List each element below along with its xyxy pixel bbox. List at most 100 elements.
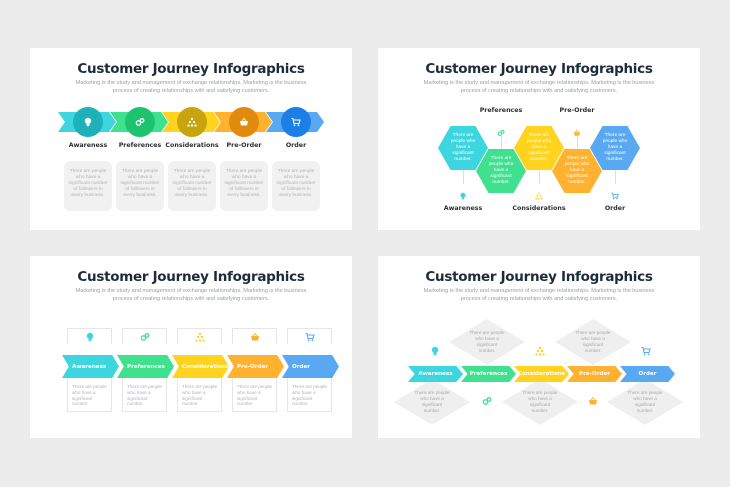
hierarchy-icon <box>535 343 545 361</box>
stage-description: There are people who have a significant … <box>522 390 558 413</box>
stage-description: There are people who have a significant … <box>232 378 277 412</box>
stage-description: There are people who have a significant … <box>526 133 552 162</box>
stage-description: There are people who have a significant … <box>177 378 222 412</box>
hierarchy-icon <box>187 117 197 127</box>
slide-title: Customer Journey Infographics <box>425 61 653 77</box>
stage-arrow: Considerations <box>514 366 569 382</box>
stage-circle <box>73 107 103 137</box>
hierarchy-icon <box>535 187 543 205</box>
stage-card: There are people who have a significant … <box>116 161 164 211</box>
slide-subtitle: Marketing is the study and management of… <box>423 288 655 302</box>
connector-line <box>615 170 616 184</box>
stage-hexagon: There are people who have a significant … <box>438 126 488 170</box>
stage-circle <box>281 107 311 137</box>
stage-description: There are people who have a significant … <box>488 156 514 185</box>
stage-card: There are people who have a significant … <box>272 161 320 211</box>
stage-circle <box>125 107 155 137</box>
lightbulb-icon <box>85 332 95 342</box>
stage-label: Pre-Order <box>578 371 611 377</box>
basket-icon <box>250 332 260 342</box>
lightbulb-icon <box>83 117 93 127</box>
stage-description: There are people who have a significant … <box>172 169 212 198</box>
stage-card: There are people who have a significant … <box>64 161 112 211</box>
connector-line <box>577 136 578 149</box>
stage-description: There are people who have a significant … <box>68 169 108 198</box>
stage-arrow: Considerations <box>172 355 229 378</box>
stage-label: Awareness <box>68 142 108 149</box>
slide-subtitle: Marketing is the study and management of… <box>75 288 307 302</box>
stage-icon-box <box>67 328 112 344</box>
stage-label: Order <box>638 371 657 377</box>
slide-title: Customer Journey Infographics <box>425 269 653 285</box>
stage-label: Considerations <box>165 142 219 149</box>
slide-title: Customer Journey Infographics <box>77 61 305 77</box>
lightbulb-icon <box>430 343 440 361</box>
stage-description: There are people who have a significant … <box>122 378 167 412</box>
stage-icon-box <box>177 328 222 344</box>
stage-label: Pre-Order <box>237 363 269 370</box>
connector-line <box>463 170 464 184</box>
stage-label: Preferences <box>118 142 162 149</box>
connector-line <box>539 170 540 184</box>
stage-arrow: Awareness <box>408 366 463 382</box>
slide-subtitle: Marketing is the study and management of… <box>75 80 307 94</box>
stage-label: Preferences <box>469 371 508 377</box>
stage-arrow: Pre-Order <box>567 366 622 382</box>
connector-line <box>501 136 502 149</box>
stage-circle <box>177 107 207 137</box>
hierarchy-icon <box>195 332 205 342</box>
stage-label: Considerations <box>182 363 230 370</box>
stage-icon-box <box>232 328 277 344</box>
stage-description: There are people who have a significant … <box>469 330 505 353</box>
stage-label: Order <box>604 205 626 212</box>
stage-description: There are people who have a significant … <box>120 169 160 198</box>
stage-description: There are people who have a significant … <box>224 169 264 198</box>
lightbulb-icon <box>459 187 467 205</box>
stage-icon-box <box>122 328 167 344</box>
stage-diamond: There are people who have a significant … <box>502 379 578 425</box>
cart-icon <box>611 187 619 205</box>
basket-icon <box>588 393 598 411</box>
stage-arrow: Order <box>620 366 675 382</box>
stage-diamond: There are people who have a significant … <box>607 379 683 425</box>
stage-label: Preferences <box>127 363 165 370</box>
slide-subtitle: Marketing is the study and management of… <box>423 80 655 94</box>
stage-diamond: There are people who have a significant … <box>449 319 525 365</box>
stage-description: There are people who have a significant … <box>602 133 628 162</box>
gears-icon <box>497 124 505 142</box>
stage-label: Awareness <box>72 363 107 370</box>
gears-icon <box>140 332 150 342</box>
slide-title: Customer Journey Infographics <box>77 269 305 285</box>
stage-label: Pre-Order <box>559 107 595 114</box>
stage-description: There are people who have a significant … <box>575 330 611 353</box>
stage-description: There are people who have a significant … <box>276 169 316 198</box>
cart-icon <box>641 343 651 361</box>
stage-arrow: Awareness <box>62 355 119 378</box>
gears-icon <box>135 117 145 127</box>
gears-icon <box>482 393 492 411</box>
stage-arrow: Preferences <box>461 366 516 382</box>
stage-arrow: Preferences <box>117 355 174 378</box>
stage-label: Order <box>292 363 311 370</box>
stage-description: There are people who have a significant … <box>67 378 112 412</box>
stage-description: There are people who have a significant … <box>450 133 476 162</box>
stage-circle <box>229 107 259 137</box>
stage-label: Awareness <box>443 205 483 212</box>
stage-description: There are people who have a significant … <box>627 390 663 413</box>
basket-icon <box>573 124 581 142</box>
cart-icon <box>291 117 301 127</box>
basket-icon <box>239 117 249 127</box>
stage-card: There are people who have a significant … <box>168 161 216 211</box>
stage-description: There are people who have a significant … <box>414 390 450 413</box>
stage-card: There are people who have a significant … <box>220 161 268 211</box>
stage-label: Considerations <box>512 205 566 212</box>
stage-label: Preferences <box>479 107 523 114</box>
stage-icon-box <box>287 328 332 344</box>
stage-arrow: Order <box>282 355 339 378</box>
cart-icon <box>305 332 315 342</box>
stage-description: There are people who have a significant … <box>287 378 332 412</box>
